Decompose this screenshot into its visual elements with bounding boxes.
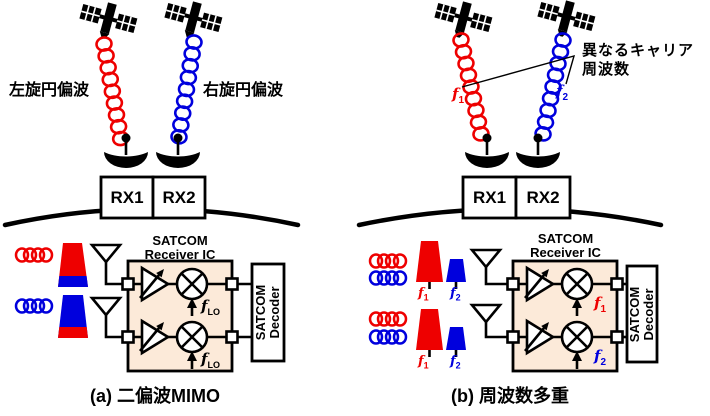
ic-title-left-line2: Receiver IC	[144, 246, 216, 262]
lo-f2-letter: f	[594, 347, 601, 365]
blue-coil-icon	[368, 270, 408, 286]
carrier-label-line1: 異なるキャリア	[582, 42, 695, 59]
f-letter: f	[450, 354, 456, 369]
ic-title-left-line1: SATCOM	[152, 233, 208, 248]
decoder-right-line2: Decoder	[641, 287, 656, 341]
rx1-box-right	[461, 175, 518, 220]
f-subscript: 1	[423, 292, 429, 303]
rx2-box-left	[151, 175, 207, 220]
rx1-label-right: RX1	[472, 187, 507, 207]
antenna-feed-line	[104, 262, 128, 286]
rx2-box-right	[514, 175, 572, 220]
antenna-icon	[90, 296, 122, 317]
dish-antenna	[154, 132, 202, 170]
f1-subscript: 1	[458, 95, 465, 106]
satellite-icon	[532, 0, 600, 46]
f-subscript: 2	[455, 292, 461, 303]
antenna-icon	[90, 243, 122, 264]
decoder-right-line1: SATCOM	[627, 286, 643, 342]
antenna-icon	[470, 303, 502, 324]
f2-subscript: 2	[562, 92, 569, 103]
blue-coil-icon	[368, 329, 408, 345]
label-lo-f1: f1	[594, 294, 606, 315]
satellite-icon	[159, 0, 227, 47]
label-flo-2: fLO	[201, 350, 220, 370]
flo-subscript: LO	[207, 360, 220, 370]
lo-f1-letter: f	[594, 294, 601, 312]
rx2-label-right: RX2	[526, 187, 560, 207]
lo-f1-subscript: 1	[600, 304, 607, 315]
decoder-box-left	[250, 262, 286, 363]
decoder-label-left: SATCOM Decoder	[252, 264, 284, 361]
spectrum-row1-f2-label: f2	[450, 285, 461, 303]
spectrum-row2-f2-label: f2	[450, 353, 461, 371]
spectrum-row2-f1-label: f1	[418, 353, 429, 371]
f-subscript: 1	[423, 360, 429, 371]
rx1-label-left: RX1	[110, 187, 144, 207]
flo-letter: f	[201, 350, 208, 368]
red-coil-icon	[14, 247, 54, 263]
label-flo-1: fLO	[201, 297, 220, 317]
label-carrier-frequency: 異なるキャリア 周波数	[582, 41, 694, 79]
rx1-box-left	[99, 175, 155, 220]
decoder-left-line1: SATCOM	[253, 284, 269, 341]
spectrum-f1-f2-row2	[416, 309, 466, 357]
dish-antenna	[463, 132, 511, 170]
antenna-feed-line	[484, 322, 513, 339]
label-rhcp: 右旋円偏波	[203, 82, 284, 99]
label-lo-f2: f2	[594, 347, 606, 368]
blue-coil-icon	[14, 298, 54, 314]
antenna-icon	[470, 248, 502, 269]
decoder-label-right: SATCOM Decoder	[627, 266, 657, 362]
flo-letter: f	[201, 297, 208, 315]
f-letter: f	[418, 286, 424, 301]
ic-title-right: SATCOM Receiver IC	[513, 232, 618, 259]
red-coil-icon	[368, 311, 408, 327]
decoder-left-line2: Decoder	[267, 286, 282, 339]
antenna-feed-line	[484, 267, 513, 286]
f1-letter: f	[452, 85, 459, 103]
lo-f2-subscript: 2	[600, 357, 607, 368]
flo-subscript: LO	[207, 307, 220, 317]
rhcp-signal-coil	[169, 33, 204, 146]
rx2-label-left: RX2	[162, 187, 196, 207]
antenna-feed-line	[104, 315, 128, 339]
carrier-label-pointer-lines	[461, 54, 576, 88]
label-f2-downlink: f2	[556, 82, 568, 103]
f-subscript: 2	[455, 360, 461, 371]
label-f1-downlink: f1	[452, 85, 464, 106]
ic-title-right-line1: SATCOM	[537, 231, 594, 246]
f-letter: f	[418, 354, 424, 369]
spectrum-row1-f1-label: f1	[418, 285, 429, 303]
decoder-box-right	[625, 264, 659, 364]
dish-antenna	[102, 132, 150, 170]
f2-letter: f	[556, 82, 563, 100]
ic-title-left: SATCOM Receiver IC	[128, 234, 232, 261]
lhcp-signal-coil	[94, 34, 131, 148]
dish-antenna	[514, 132, 562, 170]
spectrum-f1-f2-row1	[416, 241, 466, 289]
f-letter: f	[450, 286, 456, 301]
carrier-label-line2: 周波数	[582, 61, 631, 78]
caption-b: (b) 周波数多重	[451, 386, 569, 406]
label-lhcp: 左旋円偏波	[9, 82, 90, 99]
ic-title-right-line2: Receiver IC	[530, 244, 601, 260]
red-coil-icon	[368, 253, 408, 269]
spectrum-lhcp	[58, 243, 88, 287]
spectrum-rhcp	[58, 295, 88, 338]
satellite-icon	[429, 0, 497, 47]
caption-a: (a) 二偏波MIMO	[90, 386, 220, 406]
